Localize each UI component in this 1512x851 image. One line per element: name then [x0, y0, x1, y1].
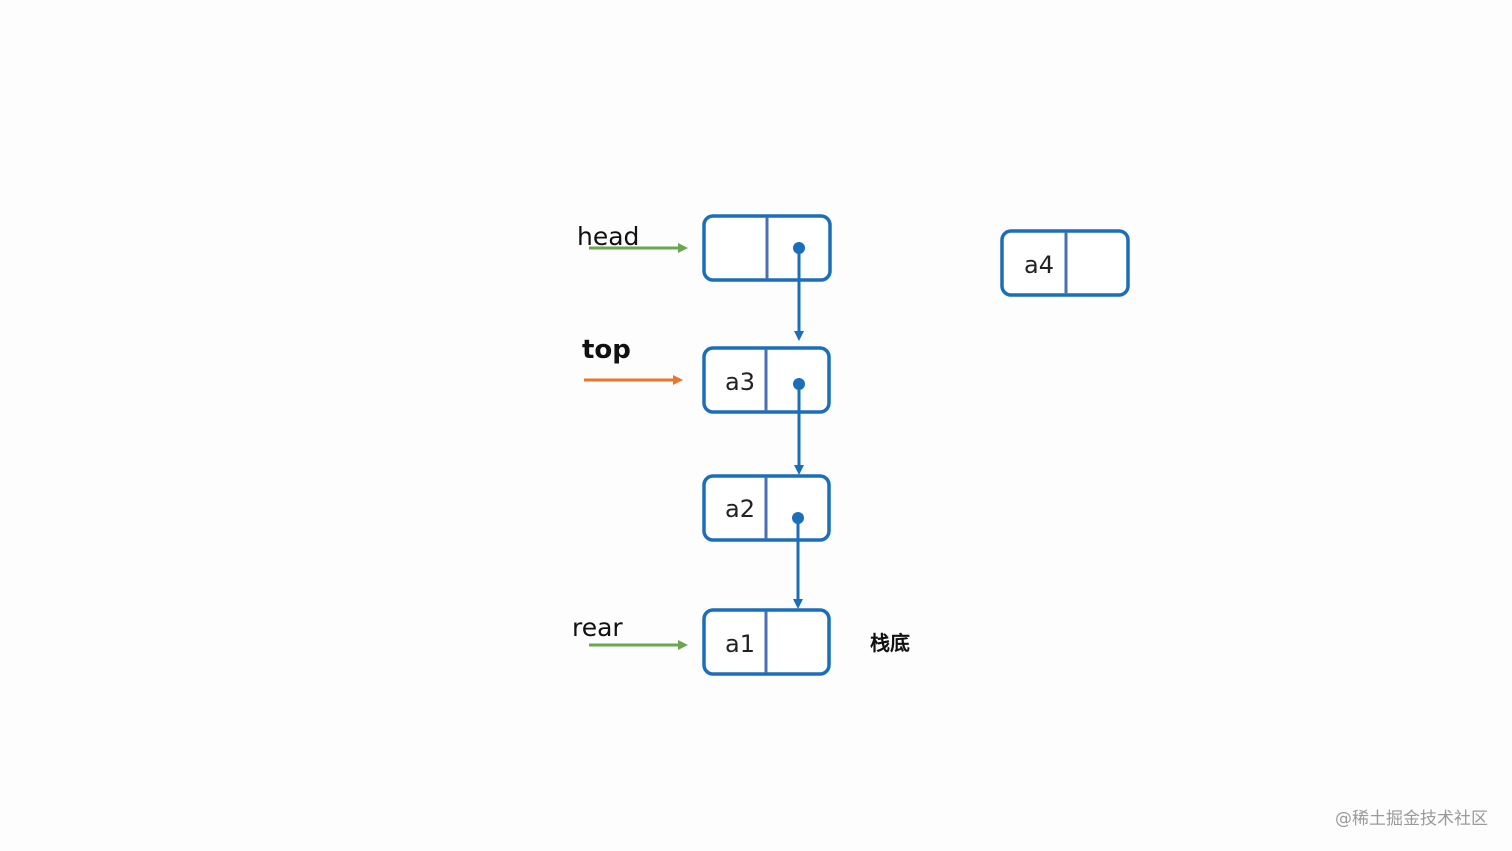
head-node: [702, 214, 832, 282]
head-label: head: [577, 222, 639, 251]
node-a3: a3: [702, 346, 831, 414]
node-a4: a4: [1000, 229, 1130, 297]
node-a4-value: a4: [1024, 251, 1054, 279]
top-pointer: top: [582, 335, 683, 385]
node-a2-value: a2: [725, 495, 755, 523]
top-label: top: [582, 335, 631, 365]
node-a2: a2: [702, 474, 831, 542]
watermark: @稀土掘金技术社区: [1335, 809, 1488, 829]
node-a3-value: a3: [725, 368, 755, 396]
rear-pointer: rear: [572, 613, 688, 650]
rear-label: rear: [572, 613, 623, 642]
stack-bottom-label: 栈底: [870, 631, 910, 655]
node-a1: a1: [702, 608, 831, 676]
node-a1-value: a1: [725, 630, 755, 658]
head-pointer: head: [577, 222, 688, 253]
